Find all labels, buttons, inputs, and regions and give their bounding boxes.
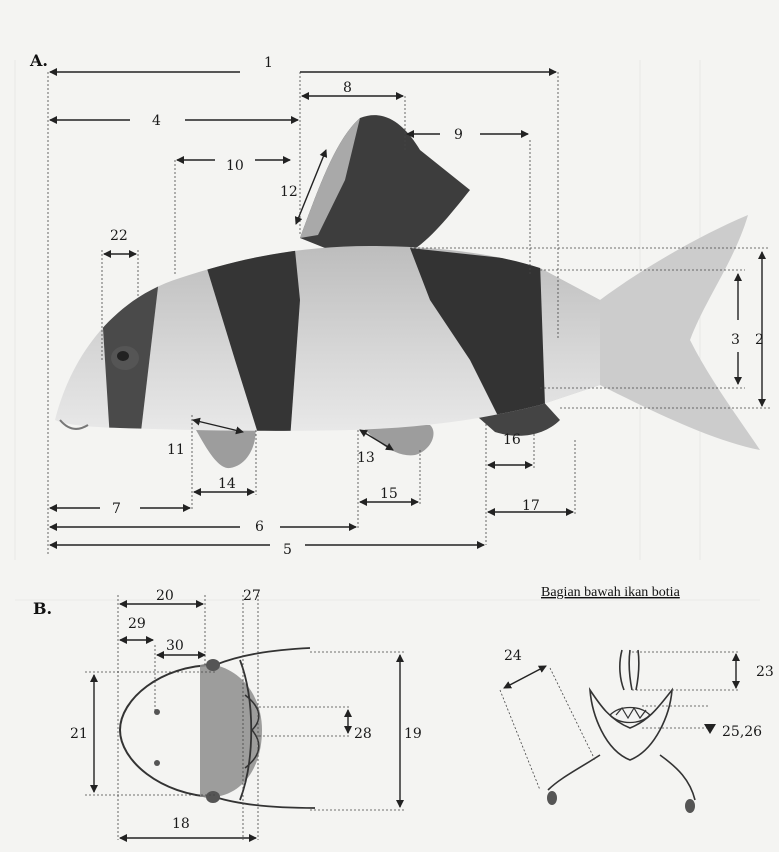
measure-30: 30 <box>166 638 184 654</box>
measure-24: 24 <box>504 648 522 664</box>
measure-10: 10 <box>226 158 244 174</box>
measure-3: 3 <box>731 332 740 348</box>
measure-14: 14 <box>218 476 236 492</box>
measure-16: 16 <box>503 432 521 448</box>
measure-2: 2 <box>755 332 764 348</box>
left-lobe <box>548 755 600 790</box>
measure-22: 22 <box>110 228 128 244</box>
mouth-underside-sketch <box>547 650 695 813</box>
underside-caption: Bagian bawah ikan botia <box>541 585 681 600</box>
measure-1: 1 <box>264 55 273 71</box>
measure-9: 9 <box>454 127 463 143</box>
measure-18: 18 <box>172 816 190 832</box>
right-lobe <box>660 755 695 800</box>
measure-27: 27 <box>243 588 261 604</box>
measure-6: 6 <box>255 519 264 535</box>
measure-8: 8 <box>343 80 352 96</box>
measure-23: 23 <box>756 664 774 680</box>
measure-20: 20 <box>156 588 174 604</box>
measure-11: 11 <box>167 442 185 458</box>
measure-5: 5 <box>283 542 292 558</box>
measure-21: 21 <box>70 726 88 742</box>
barbel-stalks <box>620 650 639 690</box>
measure-13: 13 <box>357 450 375 466</box>
panel-a-label: A. <box>29 51 48 70</box>
measure-7: 7 <box>112 501 121 517</box>
mouth-outline <box>590 690 672 760</box>
measure-17: 17 <box>522 498 540 514</box>
measure-19: 19 <box>404 726 422 742</box>
measure-4: 4 <box>152 113 161 129</box>
measure-15: 15 <box>380 486 398 502</box>
panel-b-label: B. <box>33 599 52 618</box>
measure-29: 29 <box>128 616 146 632</box>
measure-12: 12 <box>280 184 298 200</box>
measure-25-26: 25,26 <box>722 724 762 740</box>
measure-28: 28 <box>354 726 372 742</box>
fish-illustration <box>55 115 760 468</box>
